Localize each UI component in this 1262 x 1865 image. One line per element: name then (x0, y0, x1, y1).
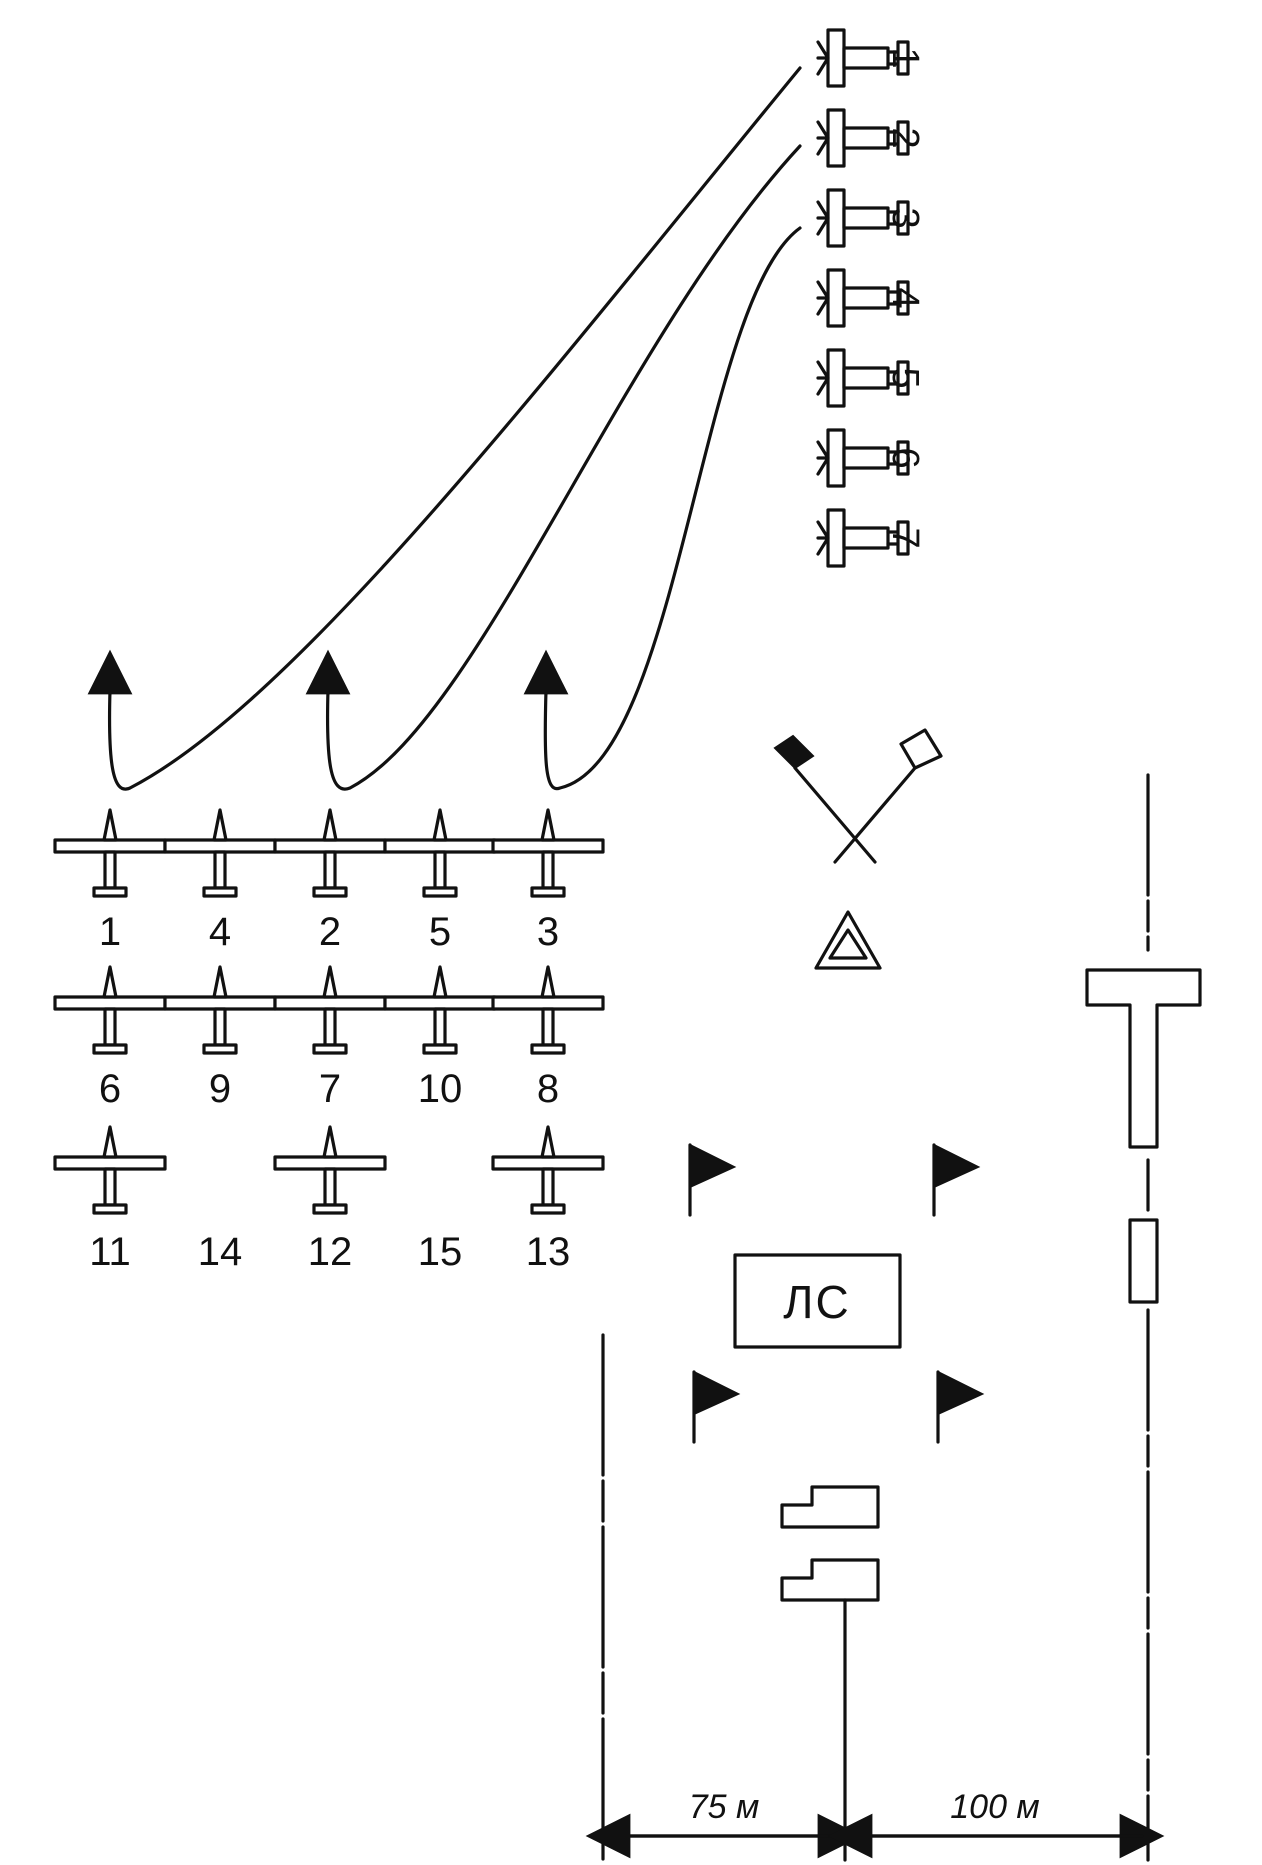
glider-label: 13 (526, 1230, 571, 1274)
tow-plane-label: 1 (884, 47, 926, 68)
glider-icon (491, 808, 605, 898)
vehicle-icon (780, 1485, 880, 1529)
launch-box: ЛС (733, 1253, 902, 1349)
glider-icon (273, 965, 387, 1055)
flag-icon (688, 1143, 736, 1217)
glider-icon (53, 808, 167, 898)
tow-path-3 (543, 226, 802, 791)
glider-label: 2 (319, 910, 341, 954)
glider-icon (273, 1125, 387, 1215)
glider-label: 12 (308, 1230, 353, 1274)
glider-label: 1 (99, 910, 121, 954)
glider-label: 3 (537, 910, 559, 954)
glider-label: 9 (209, 1067, 231, 1111)
glider-icon (163, 965, 277, 1055)
marker-panel (1128, 1218, 1159, 1304)
glider-label: 5 (429, 910, 451, 954)
glider-icon (163, 808, 277, 898)
flag-icon (936, 1370, 984, 1444)
flag-icon (692, 1370, 740, 1444)
dimension-right: 100 м (950, 1788, 1039, 1826)
glider-icon (383, 808, 497, 898)
launch-box-label: ЛС (783, 1276, 850, 1328)
glider-icon (53, 965, 167, 1055)
tow-path-2 (325, 144, 802, 791)
glider-label: 8 (537, 1067, 559, 1111)
glider-label: 4 (209, 910, 231, 954)
glider-label: 15 (418, 1230, 463, 1274)
glider-icon (273, 808, 387, 898)
glider-icon (383, 965, 497, 1055)
tow-plane-label: 2 (884, 127, 926, 148)
tow-plane-column: 1 2 3 4 5 6 7 (816, 28, 926, 568)
tow-plane-label: 5 (884, 367, 926, 388)
flag-icon (932, 1143, 980, 1217)
glider-label: 6 (99, 1067, 121, 1111)
glider-label: 10 (418, 1067, 463, 1111)
glider-label: 11 (89, 1230, 131, 1274)
triangle-marker-icon (814, 910, 882, 970)
tow-plane-label: 6 (884, 447, 926, 468)
tow-plane-label: 7 (884, 527, 926, 548)
glider-icon (53, 1125, 167, 1215)
dimension-left: 75 м (689, 1788, 760, 1826)
tow-plane-label: 3 (884, 207, 926, 228)
glider-icon (491, 965, 605, 1055)
vehicle-icon (780, 1558, 880, 1602)
tow-plane-label: 4 (884, 287, 926, 308)
crossed-flags-icon (773, 728, 943, 864)
dimension-arrows: 75 м 100 м (585, 1788, 1165, 1859)
landing-t-icon (1085, 968, 1202, 1149)
glider-label: 14 (198, 1230, 243, 1274)
boundary-lines (601, 773, 1150, 1862)
tow-path-1 (107, 66, 802, 791)
glider-icon (491, 1125, 605, 1215)
glider-label: 7 (319, 1067, 341, 1111)
tow-paths (87, 66, 802, 791)
